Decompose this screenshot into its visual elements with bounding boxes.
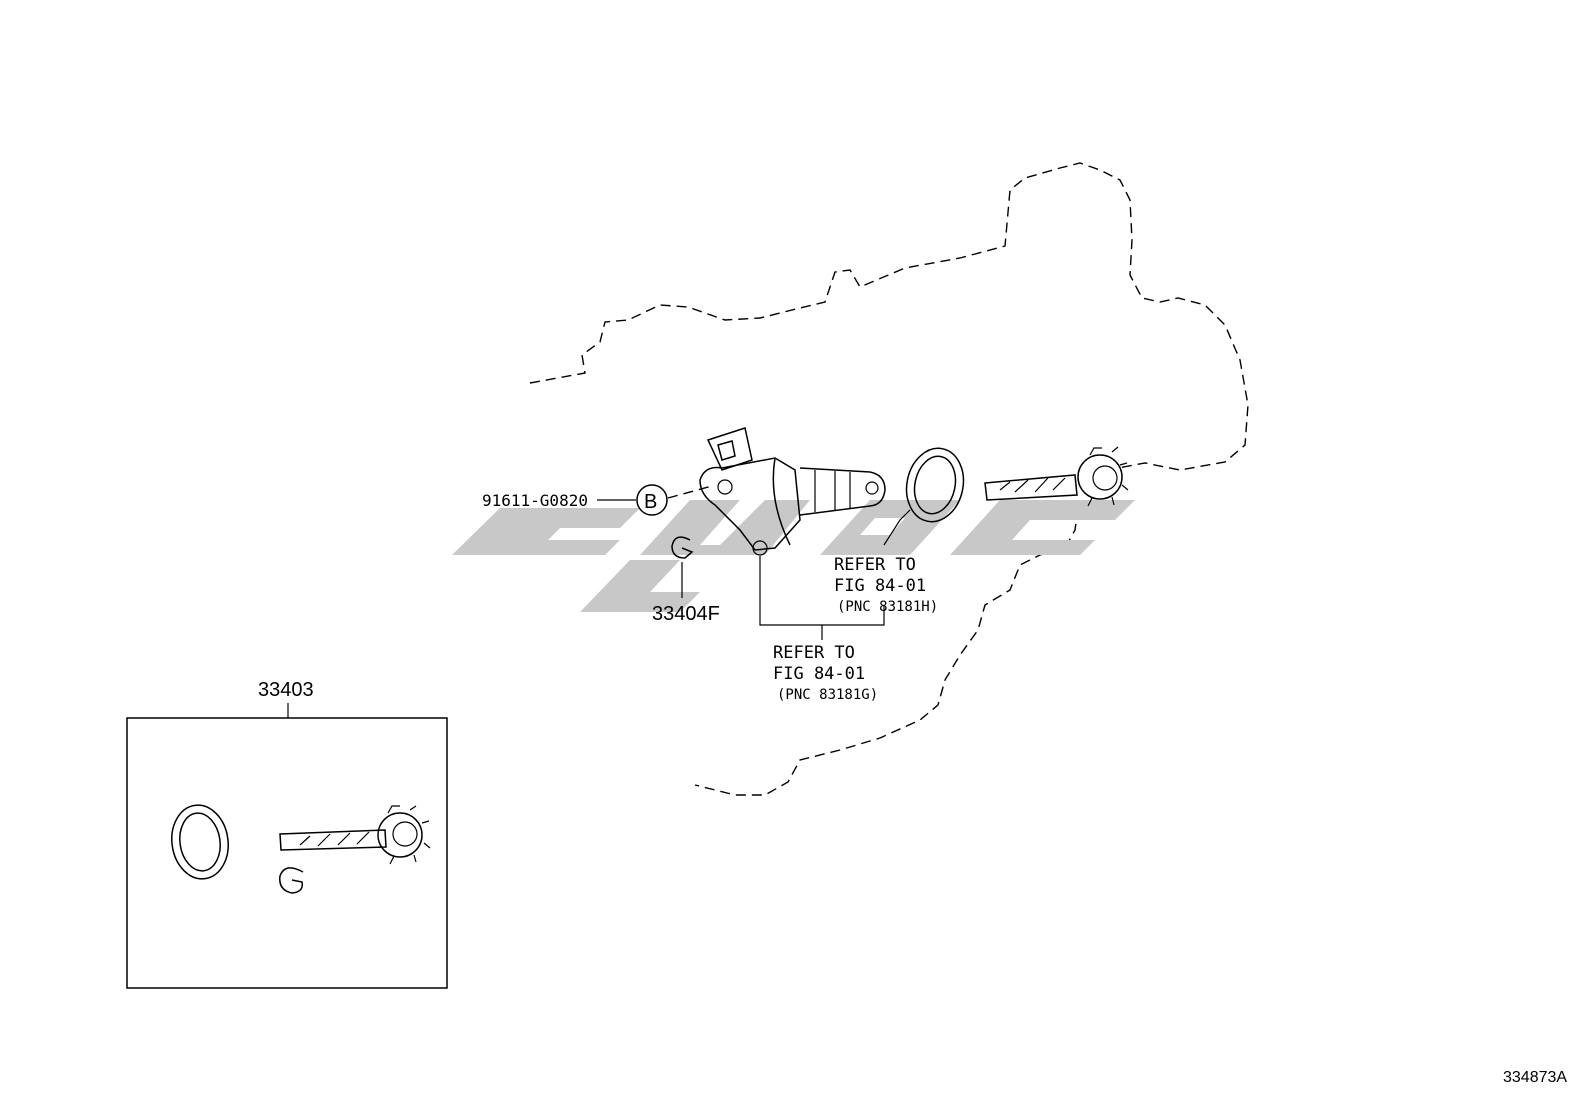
kit-box: 33403 <box>126 679 448 989</box>
refer-g-line1: REFER TO <box>773 643 855 663</box>
transmission-outline <box>529 162 1249 796</box>
clip-callout: 33404F <box>652 536 720 625</box>
refer-g-line3: (PNC 83181G) <box>777 687 878 703</box>
speed-sensor <box>699 427 886 556</box>
watermark <box>452 500 1135 612</box>
refer-note-h: REFER TO FIG 84-01 (PNC 83181H) <box>834 555 938 615</box>
refer-h-line3: (PNC 83181H) <box>837 599 938 615</box>
clip-part-number: 33404F <box>652 603 720 625</box>
bolt-part-number: 91611-G0820 <box>482 491 588 510</box>
bolt-callout-letter: B <box>644 491 657 513</box>
refer-note-g: REFER TO FIG 84-01 (PNC 83181G) <box>773 643 878 703</box>
driven-gear <box>984 446 1129 507</box>
refer-leaders <box>759 509 911 640</box>
refer-h-line2: FIG 84-01 <box>834 576 926 596</box>
refer-h-line1: REFER TO <box>834 555 916 575</box>
refer-g-line2: FIG 84-01 <box>773 664 865 684</box>
figure-id: 334873A <box>1503 1069 1567 1086</box>
kit-part-number: 33403 <box>258 679 314 701</box>
o-ring <box>905 447 965 523</box>
bolt-callout: 91611-G0820 B <box>482 484 713 516</box>
